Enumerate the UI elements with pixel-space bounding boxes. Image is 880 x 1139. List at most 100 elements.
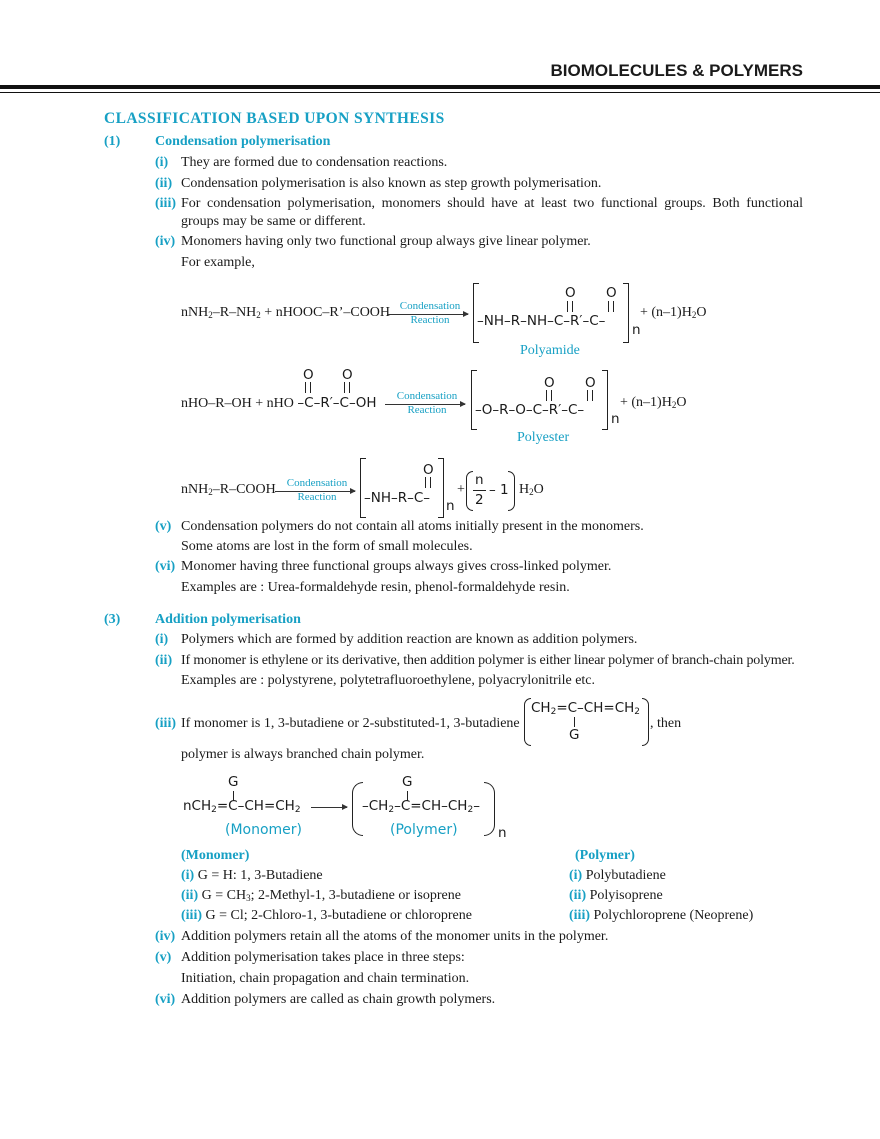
- item-marker: (vi): [155, 992, 176, 1007]
- item-text-after: , then: [650, 716, 682, 731]
- oxygen-label: O: [423, 462, 434, 478]
- polymer-formula: –CH2–C=CH–CH2–: [362, 798, 480, 815]
- table-row: (ii) Polyisoprene: [569, 887, 663, 905]
- item-text: Monomers having only two functional grou…: [181, 234, 591, 249]
- reaction-arrow: [275, 488, 356, 494]
- monomer-cell: G = CH3; 2-Methyl-1, 3-butadiene or isop…: [202, 888, 461, 903]
- item-text: Polymers which are formed by addition re…: [181, 632, 638, 647]
- item-marker: (i): [155, 632, 169, 647]
- item-text: Addition polymerisation takes place in t…: [181, 950, 465, 965]
- item-marker: (iii): [155, 716, 176, 731]
- arrow-label-bottom: Reaction: [407, 404, 447, 416]
- header-rule-thick: [0, 85, 880, 89]
- row-marker: (i): [569, 868, 583, 883]
- reaction-arrow: [385, 401, 466, 407]
- oxygen-label: O: [585, 375, 596, 391]
- polymer-cell: Polyisoprene: [589, 888, 663, 903]
- subscript: 3: [246, 893, 251, 903]
- left-bracket: [471, 370, 477, 430]
- left-bracket: [360, 458, 366, 518]
- left-paren: [466, 471, 473, 511]
- item-text-cont: For example,: [181, 255, 255, 270]
- monomer-formula: nCH2=C–CH=CH2: [183, 798, 301, 815]
- table-row: (i) G = H: 1, 3-Butadiene: [181, 867, 323, 885]
- arrow-label-top: Condensation: [286, 477, 348, 489]
- item-marker: (iv): [155, 929, 176, 944]
- running-header: BIOMOLECULES & POLYMERS: [550, 61, 803, 80]
- row-marker: (iii): [181, 908, 202, 923]
- double-bond: [305, 382, 311, 393]
- repeat-count: n: [632, 322, 641, 338]
- single-bond: [407, 791, 408, 801]
- subsection-title: Addition polymerisation: [155, 612, 301, 627]
- byproduct: + (n–1)H2O: [640, 305, 707, 320]
- right-bracket: [438, 458, 444, 518]
- item-marker: (iii): [155, 196, 176, 211]
- item-marker: (vi): [155, 559, 176, 574]
- repeat-unit: –NH–R–NH–C–R′–C–: [477, 313, 606, 329]
- single-bond: [233, 791, 234, 801]
- reactants: nHO–R–OH + nHO –C–R′–C–OH: [181, 395, 377, 411]
- substituent-g: G: [569, 727, 580, 743]
- single-bond: [574, 717, 575, 727]
- left-bracket: [473, 283, 479, 343]
- double-bond: [567, 301, 573, 312]
- repeat-count: n: [446, 498, 455, 514]
- subsection-title: Condensation polymerisation: [155, 134, 331, 149]
- row-marker: (ii): [181, 888, 199, 903]
- repeat-unit: –O–R–O–C–R′–C–: [475, 402, 585, 418]
- table-row: (i) Polybutadiene: [569, 867, 666, 885]
- section-number: (3): [104, 612, 121, 627]
- monomer-cell-post: ; 2-Methyl-1, 3-butadiene or isoprene: [250, 888, 461, 903]
- oxygen-label: O: [606, 285, 617, 301]
- arrow-label-bottom: Reaction: [410, 314, 450, 326]
- polymer-label: (Polymer): [390, 822, 458, 838]
- arrow-label-top: Condensation: [396, 390, 458, 402]
- item-text: For condensation polymerisation, monomer…: [181, 196, 803, 211]
- reactants: nNH2–R–COOH: [181, 482, 276, 497]
- monomer-header: (Monomer): [181, 848, 250, 863]
- row-marker: (i): [181, 868, 195, 883]
- byproduct: +: [457, 482, 465, 497]
- table-row: (iii) G = Cl; 2-Chloro-1, 3-butadiene or…: [181, 907, 472, 925]
- fraction-bar: [473, 490, 486, 491]
- section-number: (1): [104, 134, 121, 149]
- double-bond: [546, 390, 552, 401]
- item-marker: (i): [155, 155, 169, 170]
- item-marker: (v): [155, 950, 172, 965]
- item-text: Condensation polymerisation is also know…: [181, 176, 602, 191]
- monomer-label: (Monomer): [225, 822, 303, 838]
- polymer-cell: Polybutadiene: [585, 868, 666, 883]
- item-marker: (iv): [155, 234, 176, 249]
- arrow-label-top: Condensation: [399, 300, 461, 312]
- right-bracket: [602, 370, 608, 430]
- arrow-label-bottom: Reaction: [297, 491, 337, 503]
- item-text: If monomer is 1, 3-butadiene or 2-substi…: [181, 716, 520, 731]
- double-bond: [587, 390, 593, 401]
- table-row: (ii) G = CH3; 2-Methyl-1, 3-butadiene or…: [181, 887, 461, 905]
- minus-one: – 1: [489, 482, 509, 498]
- right-paren: [508, 471, 515, 511]
- byproduct: + (n–1)H2O: [620, 395, 687, 410]
- item-text-cont: Some atoms are lost in the form of small…: [181, 539, 473, 554]
- item-marker: (ii): [155, 653, 173, 668]
- item-text: Condensation polymers do not contain all…: [181, 519, 644, 534]
- row-marker: (ii): [569, 888, 587, 903]
- right-paren: [642, 698, 649, 746]
- table-row: (iii) Polychloroprene (Neoprene): [569, 907, 753, 925]
- reactants: nNH2–R–NH2 + nHOOC–R’–COOH: [181, 305, 391, 320]
- repeat-count: n: [611, 411, 620, 427]
- double-bond: [344, 382, 350, 393]
- oxygen-label: O: [565, 285, 576, 301]
- oxygen-label: O: [303, 367, 314, 383]
- item-text: Addition polymers are called as chain gr…: [181, 992, 496, 1007]
- section-title: CLASSIFICATION BASED UPON SYNTHESIS: [104, 110, 445, 127]
- item-text: Monomer having three functional groups a…: [181, 559, 612, 574]
- item-text-cont: polymer is always branched chain polymer…: [181, 747, 425, 762]
- item-marker: (ii): [155, 176, 173, 191]
- formula-chain: CH2=C–CH=CH2: [531, 700, 641, 717]
- fraction-numerator: n: [475, 472, 484, 488]
- product-name: Polyester: [517, 430, 570, 445]
- monomer-cell: G = H: 1, 3-Butadiene: [197, 868, 323, 883]
- row-marker: (iii): [569, 908, 590, 923]
